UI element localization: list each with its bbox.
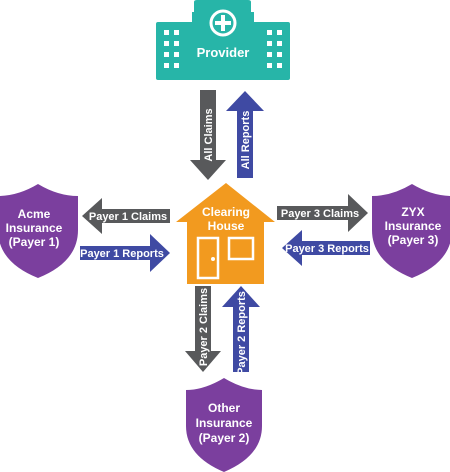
clearing-house-node: Clearing House	[176, 183, 275, 284]
provider-node: Provider	[156, 0, 290, 80]
payer2-label-line1: Other	[208, 401, 240, 415]
payer2-label-line3: (Payer 2)	[199, 431, 250, 445]
payer3-node: ZYX Insurance (Payer 3)	[372, 184, 450, 278]
payer3-claims-label: Payer 3 Claims	[281, 208, 359, 220]
payer2-reports-label: Payer 2 Reports	[236, 291, 248, 375]
payer2-label-line2: Insurance	[196, 416, 253, 430]
house-icon	[176, 183, 275, 284]
all-reports-label: All Reports	[240, 111, 252, 170]
shield-icon	[186, 378, 262, 472]
payer1-reports-label: Payer 1 Reports	[80, 248, 164, 260]
payer3-reports-arrow: Payer 3 Reports	[282, 230, 370, 266]
payer1-node: Acme Insurance (Payer 1)	[0, 184, 78, 278]
payer3-label-line2: Insurance	[385, 219, 442, 233]
payer1-label-line2: Insurance	[6, 221, 63, 235]
payer3-claims-arrow: Payer 3 Claims	[277, 194, 368, 232]
payer1-label-line3: (Payer 1)	[9, 235, 60, 249]
all-claims-label: All Claims	[203, 108, 215, 161]
all-reports-arrow: All Reports	[226, 91, 264, 178]
payer2-claims-label: Payer 2 Claims	[198, 288, 210, 366]
payer3-label-line3: (Payer 3)	[388, 233, 439, 247]
shield-icon	[372, 184, 450, 278]
payer1-claims-arrow: Payer 1 Claims	[82, 198, 170, 234]
all-claims-arrow: All Claims	[190, 90, 226, 180]
payer2-node: Other Insurance (Payer 2)	[186, 378, 262, 472]
payer3-reports-label: Payer 3 Reports	[285, 243, 369, 255]
payer1-label-line1: Acme	[18, 207, 51, 221]
provider-label: Provider	[197, 45, 250, 60]
payer2-reports-arrow: Payer 2 Reports	[222, 286, 260, 375]
clearing-house-label-line1: Clearing	[202, 205, 250, 219]
clearing-house-label-line2: House	[208, 219, 245, 233]
hospital-building-icon	[156, 0, 290, 80]
payer3-label-line1: ZYX	[401, 205, 424, 219]
payer1-claims-label: Payer 1 Claims	[89, 211, 167, 223]
shield-icon	[0, 184, 78, 278]
payer1-reports-arrow: Payer 1 Reports	[80, 234, 170, 272]
payer2-claims-arrow: Payer 2 Claims	[185, 286, 221, 372]
